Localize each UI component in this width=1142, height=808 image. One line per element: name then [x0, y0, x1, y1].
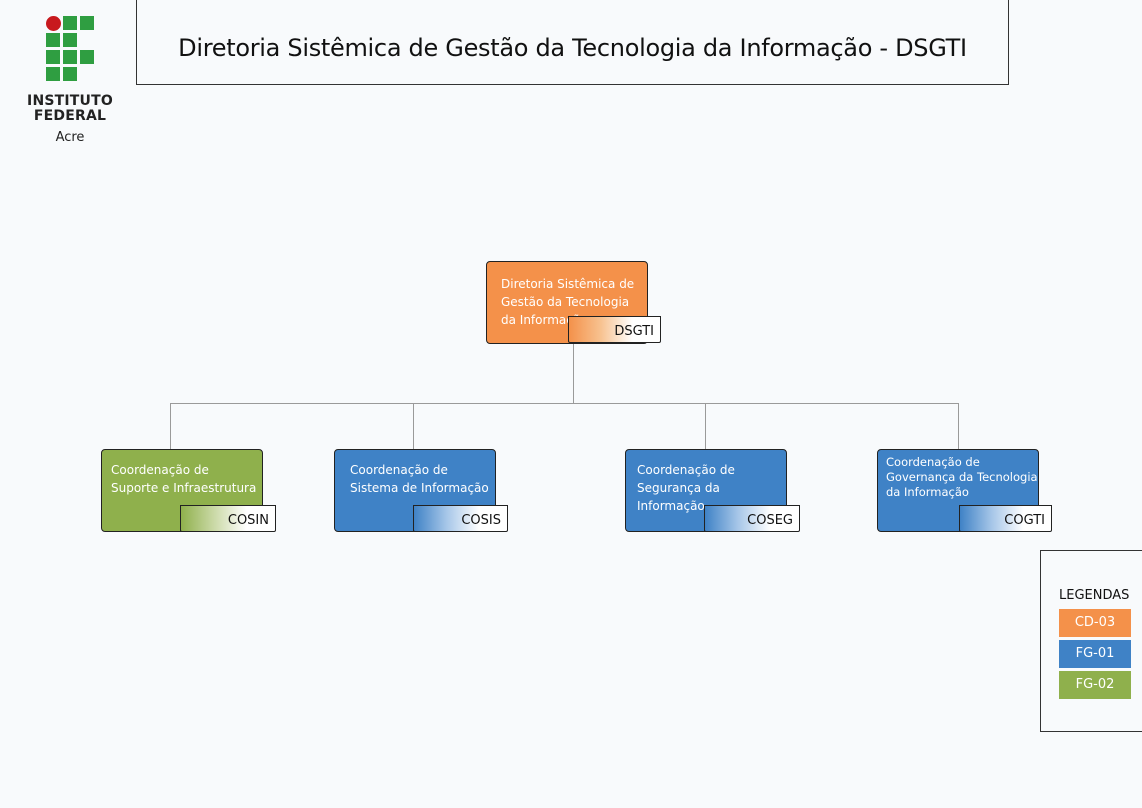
unit-name: Coordenação de Segurança da Informação	[637, 461, 789, 515]
logo-text-federal: FEDERAL	[33, 108, 107, 124]
unit-code-badge: COSEG	[704, 505, 800, 532]
unit-code-badge: DSGTI	[568, 316, 661, 343]
page-title: Diretoria Sistêmica de Gestão da Tecnolo…	[178, 34, 967, 62]
unit-name-line: Sistema de Informação	[350, 481, 489, 495]
logo-square	[63, 50, 77, 64]
logo-square	[46, 33, 60, 47]
unit-name: Coordenação de Sistema de Informação	[350, 461, 496, 497]
logo-square	[80, 50, 94, 64]
title-box: Diretoria Sistêmica de Gestão da Tecnolo…	[136, 0, 1009, 85]
unit-name-line: Coordenação de	[111, 463, 209, 477]
unit-name-line: Gestão da Tecnologia	[501, 295, 630, 309]
legend-title: LEGENDAS	[1059, 588, 1130, 603]
unit-name-line: da Informação	[501, 313, 588, 327]
institute-logo: INSTITUTO FEDERAL Acre	[18, 16, 128, 146]
unit-name: Diretoria Sistêmica de Gestão da Tecnolo…	[501, 275, 647, 329]
logo-red-dot-icon	[46, 16, 61, 31]
logo-square	[46, 67, 60, 81]
unit-code-badge: COGTI	[959, 505, 1052, 532]
unit-code-badge: COSIS	[413, 505, 508, 532]
legend-item-fg02: FG-02	[1059, 671, 1131, 699]
connector-line	[170, 403, 959, 404]
logo-square	[80, 16, 94, 30]
unit-name-line: Coordenação de	[637, 463, 735, 477]
unit-code-badge: COSIN	[180, 505, 276, 532]
logo-square	[63, 16, 77, 30]
logo-text-acre: Acre	[55, 130, 85, 145]
logo-square	[46, 50, 60, 64]
connector-line	[958, 403, 959, 450]
unit-name: Coordenação de Suporte e Infraestrutura	[111, 461, 263, 497]
unit-name-line: Coordenação de	[886, 455, 980, 469]
logo-text-instituto: INSTITUTO	[27, 93, 113, 109]
org-unit-dsgti: Diretoria Sistêmica de Gestão da Tecnolo…	[486, 261, 648, 344]
unit-name-line: Suporte e Infraestrutura	[111, 481, 257, 495]
legend-item-fg01: FG-01	[1059, 640, 1131, 668]
legend: LEGENDAS CD-03 FG-01 FG-02	[1040, 550, 1142, 732]
logo-square	[63, 33, 77, 47]
connector-line	[705, 403, 706, 450]
unit-name-line: da Informação	[886, 485, 969, 499]
connector-line	[170, 403, 171, 450]
connector-line	[413, 403, 414, 450]
logo-square	[63, 67, 77, 81]
unit-name-line: Governança da Tecnologia	[886, 470, 1038, 484]
unit-name-line: Diretoria Sistêmica de	[501, 277, 635, 291]
legend-item-cd03: CD-03	[1059, 609, 1131, 637]
unit-name-line: Coordenação de	[350, 463, 448, 477]
connector-line	[573, 343, 574, 403]
unit-name-line: Segurança da Informação	[637, 481, 720, 513]
unit-name: Coordenação de Governança da Tecnologia …	[886, 455, 1040, 500]
